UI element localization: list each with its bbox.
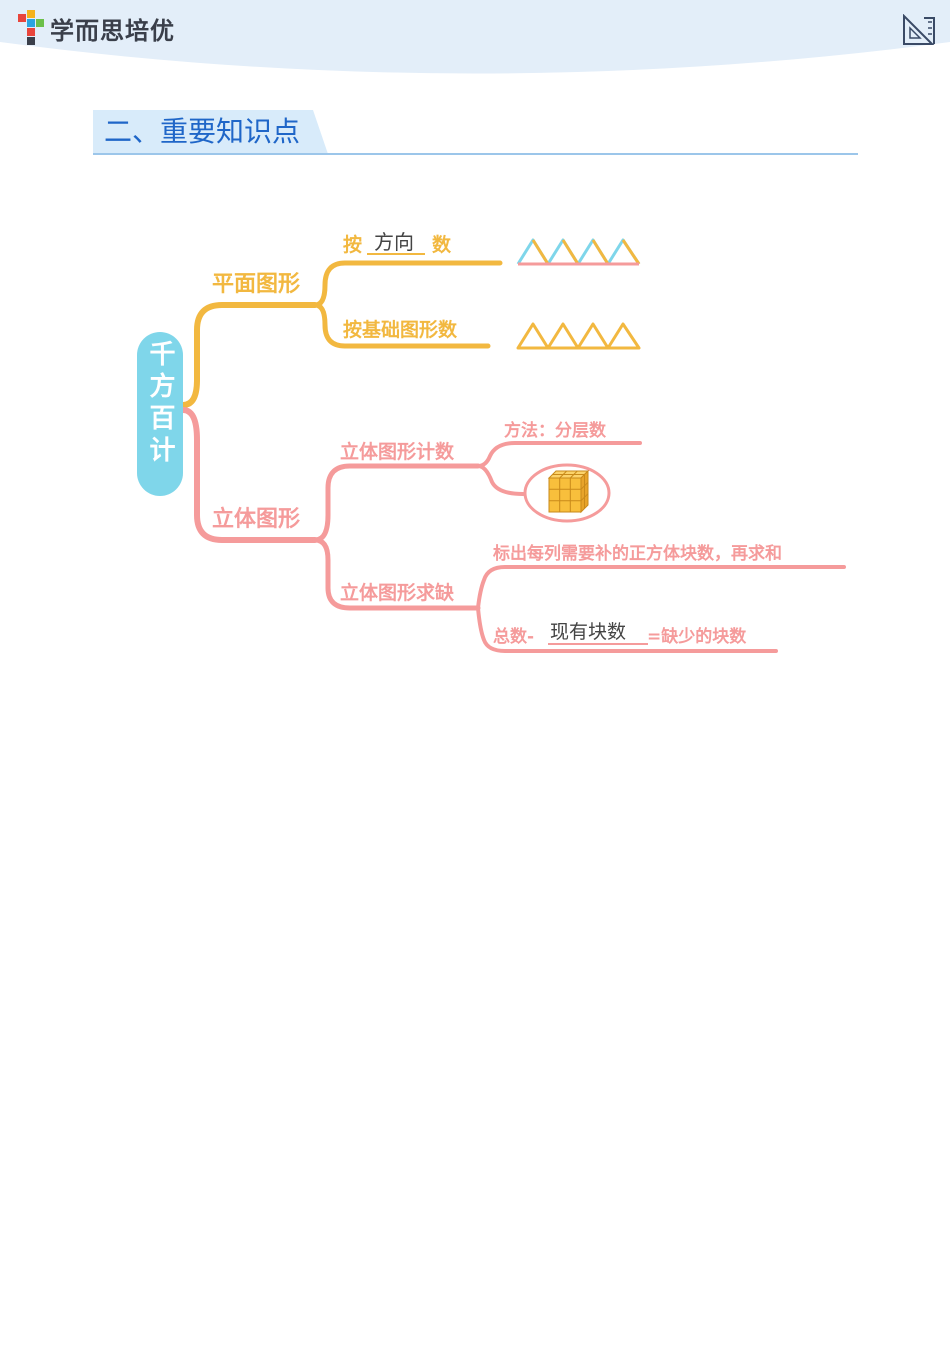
mark-each-column-note: 标出每列需要补的正方体块数，再求和 — [493, 544, 782, 564]
brand: 学而思培优 — [18, 8, 175, 48]
by-direction-suffix: 数 — [432, 234, 452, 256]
section-tab-bg — [93, 110, 328, 154]
ruler-triangle-icon — [903, 14, 935, 45]
fill-blank-underline — [367, 253, 425, 255]
section-title: 二、重要知识点 — [104, 115, 301, 148]
solid-missing-label: 立体图形求缺 — [340, 582, 455, 604]
brand-name: 学而思培优 — [50, 16, 175, 45]
xueersi-logo-icon — [18, 10, 44, 45]
solid-count-label: 立体图形计数 — [340, 441, 455, 463]
formula-prefix: 总数- — [493, 627, 535, 647]
solid-figure-label: 立体图形 — [212, 507, 301, 532]
root-label: 千方百计 — [145, 340, 175, 468]
root-node — [137, 332, 183, 496]
mindmap-lines — [180, 260, 846, 653]
by-direction-fill: 方向 — [374, 230, 414, 254]
by-direction-prefix: 按 — [343, 234, 363, 256]
by-basic-shape-label: 按基础图形数 — [343, 319, 458, 341]
formula-fill-underline — [548, 643, 648, 645]
cube-stack-icon — [523, 463, 611, 523]
layer-method-label: 方法：分层数 — [504, 421, 606, 441]
basic-triangles-icon — [516, 322, 641, 350]
direction-triangles-icon — [516, 238, 641, 266]
plane-figure-label: 平面图形 — [212, 272, 301, 297]
formula-fill: 现有块数 — [550, 621, 627, 643]
section-divider — [93, 153, 858, 155]
formula-suffix: =缺少的块数 — [647, 627, 747, 647]
header-band — [0, 0, 950, 74]
